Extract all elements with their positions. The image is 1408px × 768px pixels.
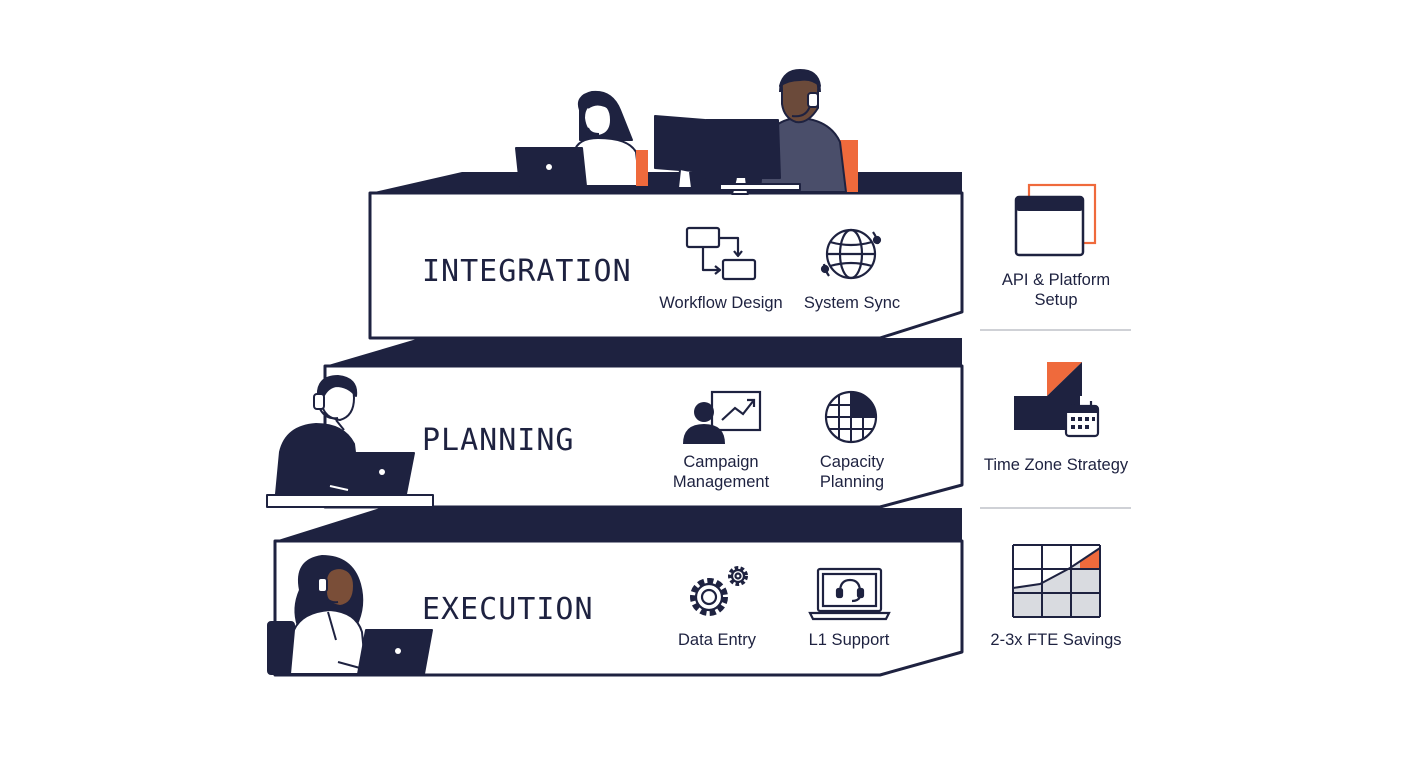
capacity-grid-icon bbox=[824, 390, 878, 444]
tier-integration: INTEGRATION Workflow Design System Sync bbox=[368, 172, 964, 340]
item-label: System Sync bbox=[804, 294, 900, 312]
side-label: 2-3x FTE Savings bbox=[990, 631, 1121, 649]
headset-laptop-icon bbox=[808, 567, 891, 621]
side-label: Time Zone Strategy bbox=[984, 456, 1129, 474]
timezone-calendar-icon bbox=[1014, 362, 1100, 438]
item-label: Planning bbox=[820, 473, 884, 491]
side-label: API & Platform bbox=[1002, 271, 1110, 289]
item-label: L1 Support bbox=[809, 631, 890, 649]
tier-top-slab bbox=[325, 338, 962, 366]
savings-chart-icon bbox=[1012, 544, 1101, 618]
workflow-icon bbox=[685, 226, 757, 281]
item-label: Data Entry bbox=[678, 631, 757, 649]
item-label: Campaign bbox=[683, 453, 758, 471]
agent-man-monitor-icon bbox=[654, 69, 858, 195]
item-label: Management bbox=[673, 473, 770, 491]
tier-title: PLANNING bbox=[422, 423, 575, 458]
tier-execution: EXECUTION Data Entry L1 Support bbox=[273, 508, 964, 677]
tier-top-slab bbox=[275, 508, 962, 541]
campaign-icon bbox=[683, 390, 762, 444]
globe-sync-icon bbox=[820, 228, 882, 280]
tier-title: EXECUTION bbox=[422, 592, 594, 627]
agent-woman-curly-laptop-icon bbox=[267, 555, 433, 675]
tier-front-face bbox=[368, 191, 964, 340]
tier-top-slab bbox=[370, 172, 962, 193]
agent-woman-laptop-icon bbox=[515, 90, 648, 190]
item-label: Capacity bbox=[820, 453, 885, 471]
side-label: Setup bbox=[1034, 291, 1077, 309]
item-label: Workflow Design bbox=[659, 294, 782, 312]
gears-icon bbox=[690, 566, 748, 616]
tier-planning: PLANNING Campaign Management bbox=[323, 338, 964, 509]
agent-man-laptop-icon bbox=[266, 375, 434, 508]
tier-title: INTEGRATION bbox=[422, 254, 632, 289]
browser-window-icon bbox=[1014, 183, 1097, 257]
